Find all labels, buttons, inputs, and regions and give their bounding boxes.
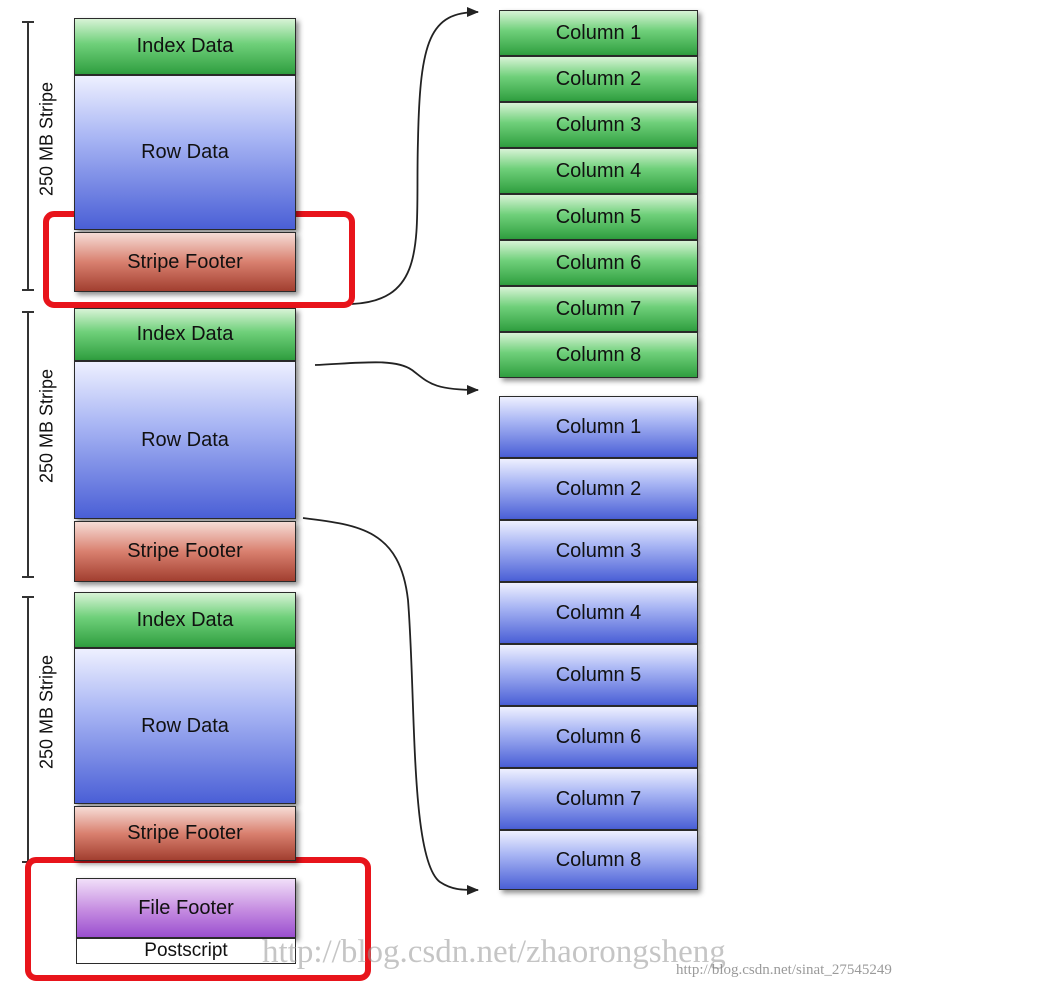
index-column-8: Column 8 xyxy=(499,332,698,378)
stripe-bracket-1 xyxy=(22,21,34,291)
row-column-7: Column 7 xyxy=(499,768,698,830)
stripe-1-stripe-footer: Stripe Footer xyxy=(74,232,296,292)
stripe-bracket-2 xyxy=(22,311,34,578)
row-column-8: Column 8 xyxy=(499,830,698,890)
stripe-3-row-data: Row Data xyxy=(74,648,296,804)
stripe-3-label-text: 250 MB Stripe xyxy=(36,654,57,770)
connector-row-to-row-columns xyxy=(302,517,479,895)
row-column-1: Column 1 xyxy=(499,396,698,458)
stripe-1-label-text: 250 MB Stripe xyxy=(36,81,57,197)
index-column-4: Column 4 xyxy=(499,148,698,194)
stripe-2-label-text: 250 MB Stripe xyxy=(36,368,57,484)
stripe-2-row-data: Row Data xyxy=(74,361,296,519)
stripe-2-stripe-footer: Stripe Footer xyxy=(74,521,296,582)
row-column-5: Column 5 xyxy=(499,644,698,706)
postscript: Postscript xyxy=(76,938,296,964)
row-column-6: Column 6 xyxy=(499,706,698,768)
stripe-2-index-data: Index Data xyxy=(74,308,296,361)
stripe-3-index-data: Index Data xyxy=(74,592,296,648)
row-column-4: Column 4 xyxy=(499,582,698,644)
index-column-3: Column 3 xyxy=(499,102,698,148)
stripe-bracket-3 xyxy=(22,596,34,863)
row-column-3: Column 3 xyxy=(499,520,698,582)
index-column-5: Column 5 xyxy=(499,194,698,240)
watermark-small: http://blog.csdn.net/sinat_27545249 xyxy=(676,962,892,978)
stripe-1-index-data: Index Data xyxy=(74,18,296,75)
index-column-6: Column 6 xyxy=(499,240,698,286)
row-column-2: Column 2 xyxy=(499,458,698,520)
file-footer: File Footer xyxy=(76,878,296,938)
index-column-7: Column 7 xyxy=(499,286,698,332)
stripe-1-row-data: Row Data xyxy=(74,75,296,230)
index-column-1: Column 1 xyxy=(499,10,698,56)
watermark-main: http://blog.csdn.net/zhaorongsheng xyxy=(262,934,726,970)
index-column-2: Column 2 xyxy=(499,56,698,102)
connector-index-to-index-columns xyxy=(314,361,479,395)
connector-footer-to-index-columns xyxy=(351,7,479,305)
stripe-3-stripe-footer: Stripe Footer xyxy=(74,806,296,861)
